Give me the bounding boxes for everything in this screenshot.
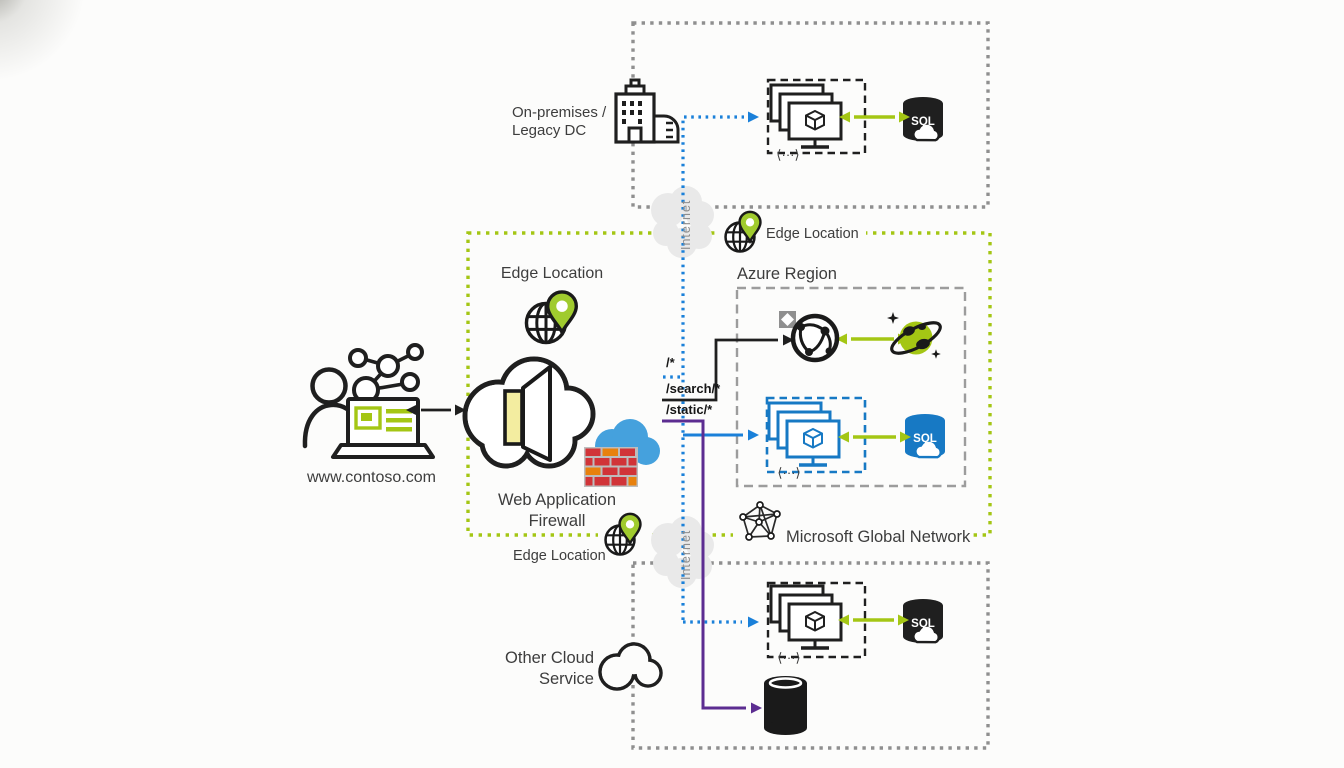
sync-arrow (839, 111, 910, 123)
sql-label: SQL (913, 433, 937, 445)
arrowhead (751, 702, 762, 714)
route-static-label: /static/* (666, 402, 713, 417)
sql-database-icon: SQL (901, 95, 945, 143)
global-network-mesh-icon (739, 501, 781, 541)
edge-location-left-label: Edge Location (501, 265, 603, 282)
route-search-label: /search/* (666, 381, 721, 396)
sql-database-icon: SQL (903, 412, 947, 460)
onprem-vm-box (766, 78, 867, 155)
othercloud-vm-box (766, 581, 867, 659)
datacenter-building-icon (614, 78, 680, 144)
storage-cylinder-icon (764, 676, 807, 735)
azure-vm-box (765, 396, 867, 474)
edge-location-icon-bottom (604, 512, 642, 556)
microsoft-global-network-label: Microsoft Global Network (786, 528, 971, 546)
app-service-plan-icon (779, 311, 796, 328)
on-premises-label-line2: Legacy DC (512, 122, 586, 139)
code-icon: ⟨···⟩ (777, 465, 800, 480)
arrowhead (748, 429, 759, 441)
route-blue-dotted-up (681, 115, 744, 620)
app-service-icon (790, 313, 840, 363)
cosmos-db-icon (887, 312, 942, 359)
waf-icon (584, 419, 660, 487)
sync-arrow (838, 431, 911, 443)
other-cloud-region-box (631, 561, 990, 750)
contoso-url-label: www.contoso.com (306, 469, 436, 486)
molecule-icon (348, 343, 424, 404)
edge-location-bottom-label: Edge Location (513, 548, 606, 564)
laptop-icon (331, 397, 435, 459)
vm-scale-set-icon (767, 401, 841, 467)
brick-wall-icon (584, 447, 638, 487)
other-cloud-label-line2: Service (539, 670, 594, 688)
on-premises-region-box (631, 21, 990, 209)
other-cloud-label-line1: Other Cloud (505, 649, 594, 667)
arrowhead (748, 111, 759, 123)
edge-location-top-label: Edge Location (766, 226, 859, 242)
door-leaf (521, 365, 552, 462)
door-frame (503, 389, 524, 446)
code-icon: ⟨···⟩ (777, 650, 800, 665)
edge-location-icon-left (524, 290, 578, 345)
route-black-search (662, 338, 778, 402)
internet-top-label: Internet (679, 200, 693, 250)
on-premises-label-line1: On-premises / (512, 104, 607, 121)
waf-label-line2: Firewall (529, 512, 586, 530)
sql-label: SQL (911, 116, 935, 128)
edge-location-icon-top (724, 210, 762, 253)
front-door-icon (462, 356, 596, 469)
vm-scale-set-icon (769, 584, 843, 650)
sql-label: SQL (911, 618, 935, 630)
azure-region-label: Azure Region (737, 265, 837, 283)
arrowhead (748, 616, 759, 628)
client-to-frontdoor-arrow (406, 404, 466, 416)
azure-region-box (735, 286, 967, 488)
code-icon: ⟨···⟩ (776, 147, 799, 162)
other-cloud-icon (598, 642, 663, 691)
route-all-label: /* (666, 355, 676, 370)
label-backing (733, 524, 973, 546)
vm-scale-set-icon (769, 83, 843, 149)
sql-database-icon: SQL (901, 597, 945, 645)
sync-arrow (836, 333, 909, 345)
sync-arrow (838, 614, 909, 626)
route-purple-static (662, 419, 746, 710)
waf-label-line1: Web Application (498, 491, 616, 509)
internet-bottom-label: Internet (679, 530, 693, 580)
